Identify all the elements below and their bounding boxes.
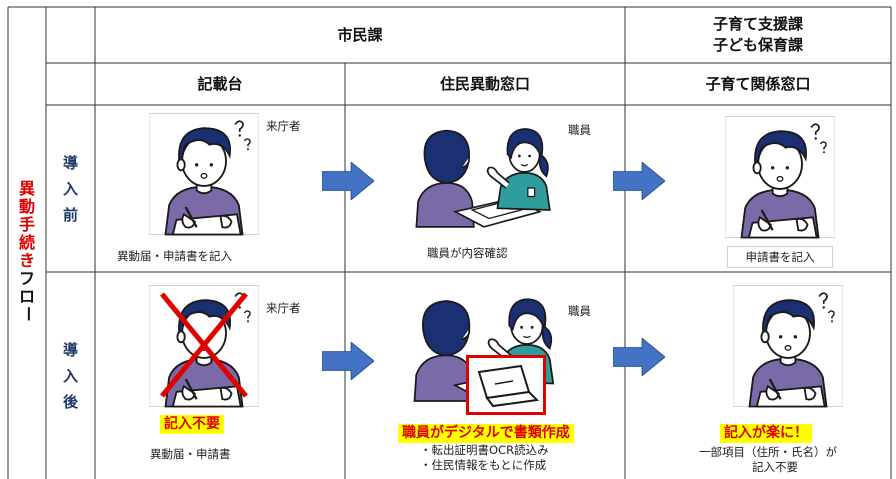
- stage-before-char: 入: [62, 179, 78, 198]
- vertical-title-char: 動: [18, 197, 35, 216]
- vertical-title-char: フ: [18, 269, 35, 288]
- vertical-title-char: ー: [18, 306, 37, 322]
- col3-caption-after-line2: 記入不要: [752, 460, 798, 474]
- person-writing-icon: [725, 112, 835, 242]
- arrow-right-icon: [613, 338, 665, 376]
- arrow-right-icon: [613, 162, 665, 200]
- person-writing-icon: [733, 280, 843, 412]
- staff-consultation-icon: [413, 106, 565, 238]
- stage-after-char: 入: [62, 366, 78, 385]
- arrow-right-icon: [322, 342, 374, 380]
- header-col1: 記載台: [95, 63, 345, 105]
- header-col3: 子育て関係窓口: [625, 63, 891, 105]
- vertical-title: 異 動 手 続 き フ ロ ー: [8, 179, 46, 323]
- staff-label: 職員: [568, 123, 591, 137]
- laptop-highlight-box: [466, 355, 546, 415]
- laptop-icon: [477, 364, 540, 408]
- header-col1-text: 記載台: [197, 74, 243, 93]
- col1-highlight: 記入不要: [160, 415, 224, 434]
- stage-before-char: 導: [62, 153, 78, 172]
- header-kosodate-line2: 子ども保育課: [712, 36, 803, 54]
- visitor-label: 来庁者: [266, 119, 301, 133]
- col2-highlight: 職員がデジタルで書類作成: [398, 424, 574, 443]
- header-shimin-ka-text: 市民課: [337, 25, 383, 44]
- vertical-title-char: 続: [18, 233, 35, 252]
- vertical-title-char: 異: [18, 179, 35, 198]
- stage-after-char: 後: [62, 392, 78, 411]
- stage-after: 導 入 後: [46, 272, 95, 479]
- header-col2: 住民異動窓口: [345, 63, 625, 105]
- col2-bullet: ・住民情報をもとに作成: [420, 458, 547, 472]
- arrow-right-icon: [322, 162, 374, 200]
- col2-caption-before: 職員が内容確認: [427, 246, 508, 260]
- col3-caption-before: 申請書を記入: [727, 246, 833, 268]
- col2-bullet: ・転出証明書OCR読込み: [420, 443, 549, 457]
- header-shimin-ka: 市民課: [95, 7, 625, 63]
- vertical-title-char: き: [18, 251, 35, 270]
- col3-caption-after-line1: 一部項目（住所・氏名）が: [699, 445, 837, 459]
- col3-highlight: 記入が楽に！: [720, 424, 812, 443]
- header-kosodate-line1: 子育て支援課: [712, 15, 803, 33]
- stage-after-char: 導: [62, 340, 78, 359]
- header-kosodate: 子育て支援課 子ども保育課: [625, 7, 891, 63]
- col1-caption-after: 異動届・申請書: [150, 447, 231, 461]
- col1-caption-before: 異動届・申請書を記入: [117, 249, 232, 263]
- stage-before-char: 前: [62, 205, 78, 224]
- header-col2-text: 住民異動窓口: [439, 74, 530, 93]
- vertical-title-char: 手: [18, 215, 35, 234]
- vertical-title-char: ロ: [18, 287, 35, 306]
- person-writing-icon: [149, 112, 259, 236]
- visitor-label: 来庁者: [266, 301, 301, 315]
- red-x-icon: [160, 292, 248, 398]
- header-col3-text: 子育て関係窓口: [705, 74, 811, 93]
- staff-label: 職員: [568, 304, 591, 318]
- stage-before: 導 入 前: [46, 105, 95, 272]
